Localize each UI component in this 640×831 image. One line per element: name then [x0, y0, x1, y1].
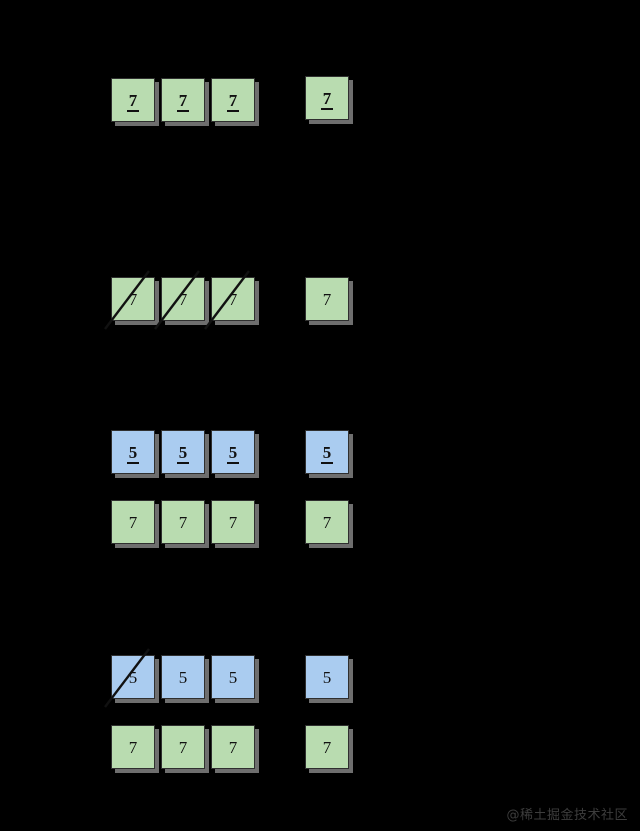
panel-4-left-group-bottom: 7 7 7 [111, 725, 255, 769]
cell-value: 7 [322, 289, 332, 309]
value-cell[interactable]: 7 [211, 500, 255, 544]
value-cell[interactable]: 5 [305, 430, 349, 474]
panel-2-left-group: 7 7 7 [104, 270, 255, 330]
cell-value: 7 [228, 737, 238, 757]
value-cell[interactable]: 7 [211, 725, 255, 769]
panel-4-right-group-bottom: 7 [305, 725, 349, 769]
panel-4-right-group-top: 5 [305, 655, 349, 699]
panel-3-right-group-top: 5 [305, 430, 349, 474]
value-cell[interactable]: 7 [305, 76, 349, 120]
cell-value: 7 [178, 289, 188, 309]
value-cell[interactable]: 5 [104, 648, 155, 708]
cell-value: 5 [228, 667, 238, 687]
value-cell[interactable]: 7 [305, 500, 349, 544]
panel-3-left-group-bottom: 7 7 7 [111, 500, 255, 544]
cell-value: 5 [178, 667, 188, 687]
cell-value: 7 [128, 737, 138, 757]
cell-value: 7 [226, 90, 239, 112]
watermark-text: @稀土掘金技术社区 [506, 808, 628, 823]
cell-value: 5 [128, 667, 138, 687]
value-cell[interactable]: 7 [104, 270, 155, 330]
cell-value: 7 [320, 88, 333, 110]
cell-value: 7 [178, 512, 188, 532]
panel-3-left-group-top: 5 5 5 [111, 430, 255, 474]
cell-value: 5 [226, 442, 239, 464]
panel-3-right-group-bottom: 7 [305, 500, 349, 544]
cell-value: 7 [176, 90, 189, 112]
cell-value: 7 [126, 90, 139, 112]
value-cell[interactable]: 7 [161, 500, 205, 544]
value-cell[interactable]: 5 [211, 430, 255, 474]
value-cell[interactable]: 5 [111, 430, 155, 474]
panel-2-right-group: 7 [305, 277, 349, 321]
value-cell[interactable]: 7 [154, 270, 205, 330]
value-cell[interactable]: 7 [161, 78, 205, 122]
value-cell[interactable]: 7 [111, 500, 155, 544]
value-cell[interactable]: 5 [161, 430, 205, 474]
value-cell[interactable]: 7 [305, 277, 349, 321]
cell-value: 7 [322, 512, 332, 532]
cell-value: 7 [128, 512, 138, 532]
cell-value: 7 [228, 289, 238, 309]
value-cell[interactable]: 7 [305, 725, 349, 769]
cell-value: 7 [178, 737, 188, 757]
panel-4-left-group-top: 5 5 5 [104, 648, 255, 708]
cell-value: 7 [322, 737, 332, 757]
cell-value: 5 [126, 442, 139, 464]
value-cell[interactable]: 7 [111, 78, 155, 122]
panel-1-right-group: 7 [305, 76, 349, 120]
value-cell[interactable]: 7 [204, 270, 255, 330]
cell-value: 7 [228, 512, 238, 532]
cell-value: 5 [176, 442, 189, 464]
value-cell[interactable]: 5 [305, 655, 349, 699]
value-cell[interactable]: 7 [211, 78, 255, 122]
value-cell[interactable]: 7 [161, 725, 205, 769]
cell-value: 7 [128, 289, 138, 309]
cell-value: 5 [322, 667, 332, 687]
panel-1-left-group: 7 7 7 [111, 78, 255, 122]
value-cell[interactable]: 7 [111, 725, 155, 769]
value-cell[interactable]: 5 [161, 655, 205, 699]
cell-value: 5 [320, 442, 333, 464]
value-cell[interactable]: 5 [211, 655, 255, 699]
